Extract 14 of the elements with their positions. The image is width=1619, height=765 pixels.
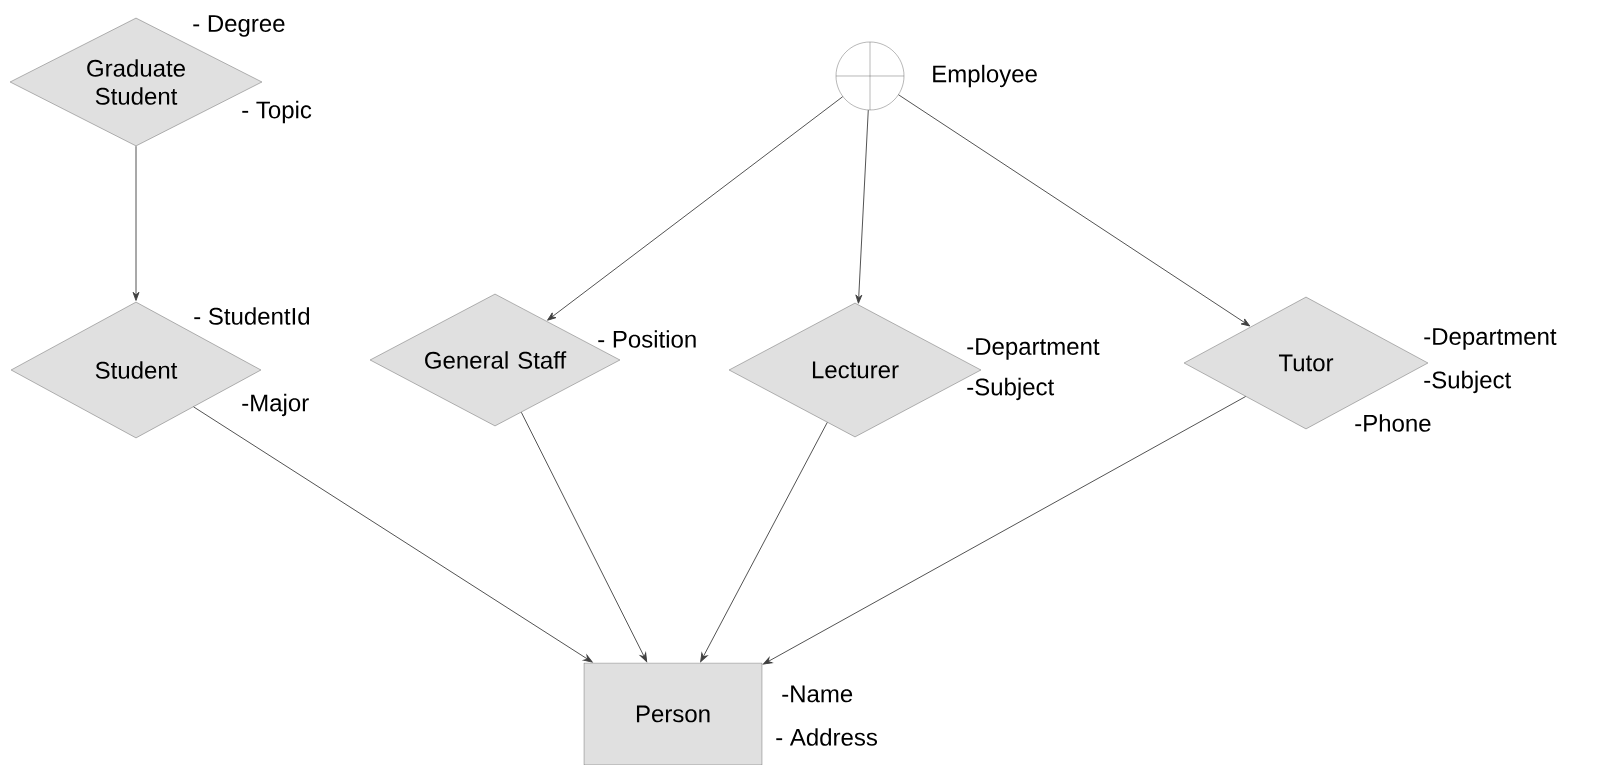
attribute-label: - Address: [776, 728, 877, 746]
arrow: [855, 109, 869, 304]
arrow: [898, 94, 1251, 327]
entity-box: Person: [583, 662, 763, 765]
arrow: [700, 422, 828, 663]
arrow: [520, 411, 648, 663]
circle-symbol: [835, 41, 905, 111]
arrow: [132, 145, 140, 301]
arrow: [547, 96, 844, 321]
arrow: [762, 396, 1247, 665]
attribute-label: Employee: [933, 64, 1037, 88]
attribute-label: -Phone: [1355, 414, 1431, 432]
attribute-label: -Name: [782, 685, 853, 703]
arrow: [193, 406, 593, 663]
